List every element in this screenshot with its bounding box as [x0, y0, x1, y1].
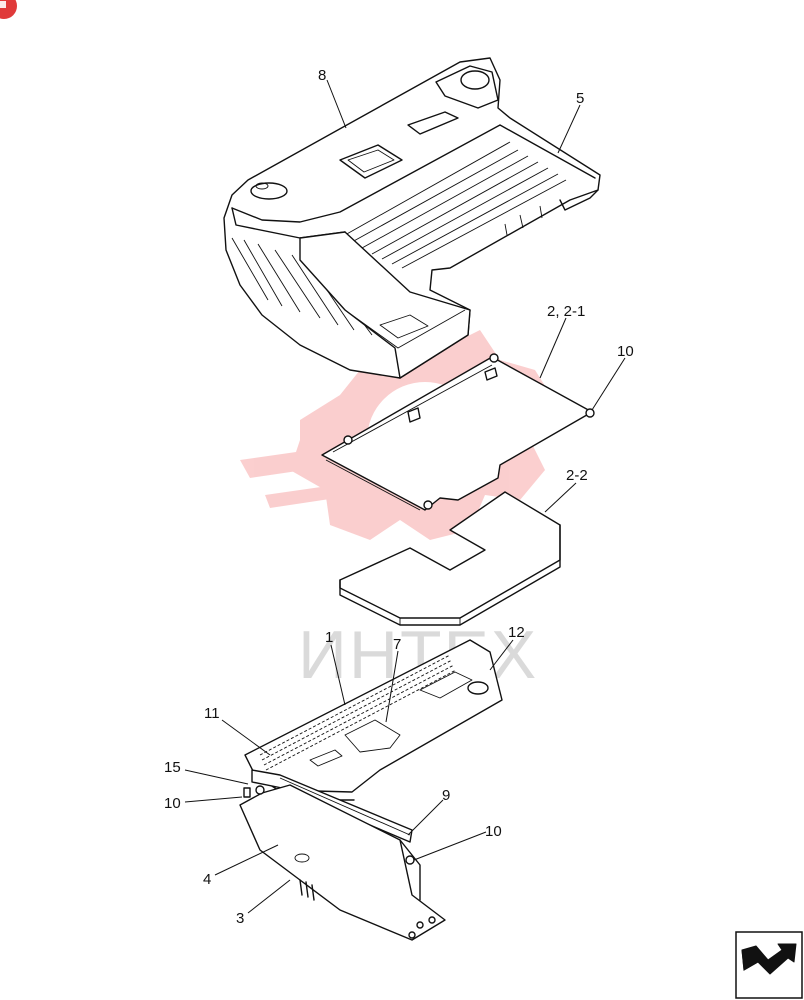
label-15: 15: [164, 759, 181, 776]
red-badge-icon: [0, 0, 17, 19]
part-2-plate: [321, 353, 595, 511]
label-5: 5: [576, 90, 584, 107]
label-4: 4: [203, 871, 211, 888]
label-8: 8: [318, 67, 326, 84]
label-10-left: 10: [164, 795, 181, 812]
label-3: 3: [236, 910, 244, 927]
part-4-bottom-plate: [239, 784, 446, 941]
label-2-2: 2-2: [566, 467, 588, 484]
label-10-top: 10: [617, 343, 634, 360]
next-page-arrow-icon[interactable]: [735, 931, 803, 999]
label-1: 1: [325, 629, 333, 646]
part-8-floor-mat: [223, 57, 601, 379]
label-10-right: 10: [485, 823, 502, 840]
label-9: 9: [442, 787, 450, 804]
label-12: 12: [508, 624, 525, 641]
label-11: 11: [204, 705, 220, 722]
label-2-2-1: 2, 2-1: [547, 303, 585, 320]
part-2-2-pad: [339, 491, 561, 626]
callout-labels: 8 5 2, 2-1 10 2-2 1 7 12 11 15 10 9 10 4…: [164, 67, 634, 927]
label-7: 7: [393, 636, 401, 653]
leader-lines: [184, 79, 626, 914]
